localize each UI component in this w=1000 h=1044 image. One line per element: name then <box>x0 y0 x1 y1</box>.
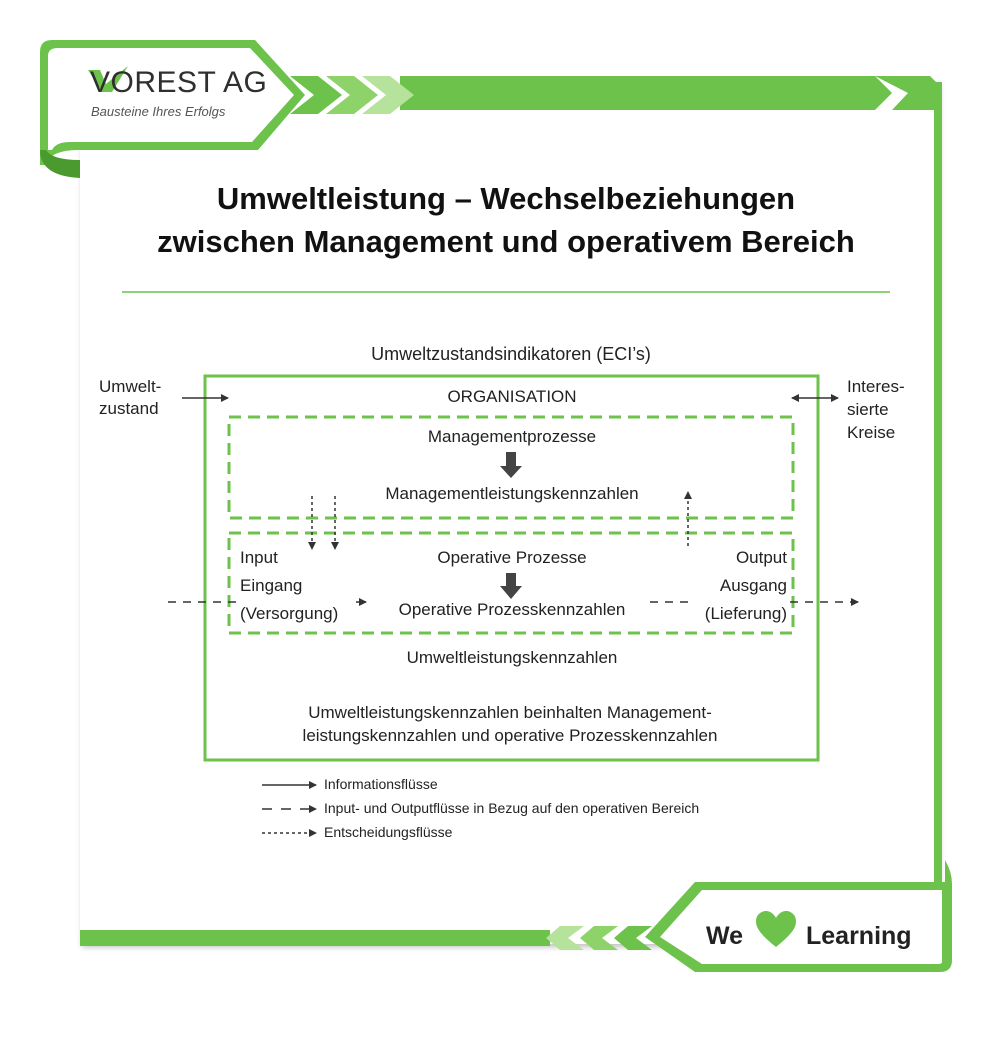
operative-indicators-label: Operative Prozesskennzahlen <box>398 600 626 619</box>
page-title-line-2: zwischen Management und operativem Berei… <box>157 224 855 259</box>
interested-label-line-2: sierte <box>847 400 889 419</box>
output-label-line-3: (Lieferung) <box>704 604 787 623</box>
operative-processes-label: Operative Prozesse <box>437 548 587 567</box>
page-title-line-1: Umweltleistung – Wechselbeziehungen <box>216 181 796 216</box>
legend-item-input-output: Input- und Outputflüsse in Bezug auf den… <box>324 800 700 816</box>
chevron-top-3 <box>362 76 414 114</box>
legend-item-information: Informationsflüsse <box>324 776 438 792</box>
footer-we: We <box>706 922 744 950</box>
umwelt-label-line-1: Umwelt- <box>99 377 162 396</box>
note-line-2: leistungskennzahlen und operative Prozes… <box>302 726 718 745</box>
heart-icon <box>756 911 796 947</box>
chevron-bottom-3 <box>614 926 652 950</box>
paper-card <box>80 82 938 944</box>
umwelt-label-line-2: zustand <box>99 399 159 418</box>
environmental-indicators-label: Umweltleistungskennzahlen <box>406 648 618 667</box>
input-label-line-3: (Versorgung) <box>240 604 339 623</box>
interested-label-line-3: Kreise <box>847 423 896 442</box>
chevron-bottom-1 <box>546 926 584 950</box>
organisation-box <box>203 374 820 762</box>
legend-item-decision: Entscheidungsflüsse <box>324 824 453 840</box>
top-green-band <box>400 76 892 110</box>
input-label-line-1: Input <box>240 548 278 567</box>
management-thick-arrow <box>500 452 522 478</box>
interested-label-line-1: Interes- <box>847 377 905 396</box>
logo-tagline: Bausteine Ihres Erfolgs <box>91 104 226 119</box>
output-label-line-2: Ausgang <box>719 576 787 595</box>
chevron-bottom-2 <box>580 926 618 950</box>
bottom-green-band <box>80 930 550 946</box>
organisation-label: ORGANISATION <box>447 387 577 406</box>
input-label-line-2: Eingang <box>240 576 303 595</box>
management-box <box>227 415 795 520</box>
right-green-edge <box>934 82 942 892</box>
logo-name: VOREST AG <box>90 66 268 99</box>
operative-thick-arrow <box>500 573 522 599</box>
eci-label: Umweltzustandsindikatoren (ECI’s) <box>371 344 651 364</box>
chevron-top-2 <box>326 76 378 114</box>
chevron-top-1 <box>290 76 342 114</box>
logo-check-icon <box>88 66 128 92</box>
operative-box <box>227 531 795 635</box>
footer-learning: Learning <box>806 922 912 950</box>
management-processes-label: Managementprozesse <box>427 427 597 446</box>
note-line-1: Umweltleistungskennzahlen beinhalten Man… <box>308 703 712 722</box>
management-indicators-label: Managementleistungskennzahlen <box>385 484 639 503</box>
output-label-line-1: Output <box>735 548 787 567</box>
